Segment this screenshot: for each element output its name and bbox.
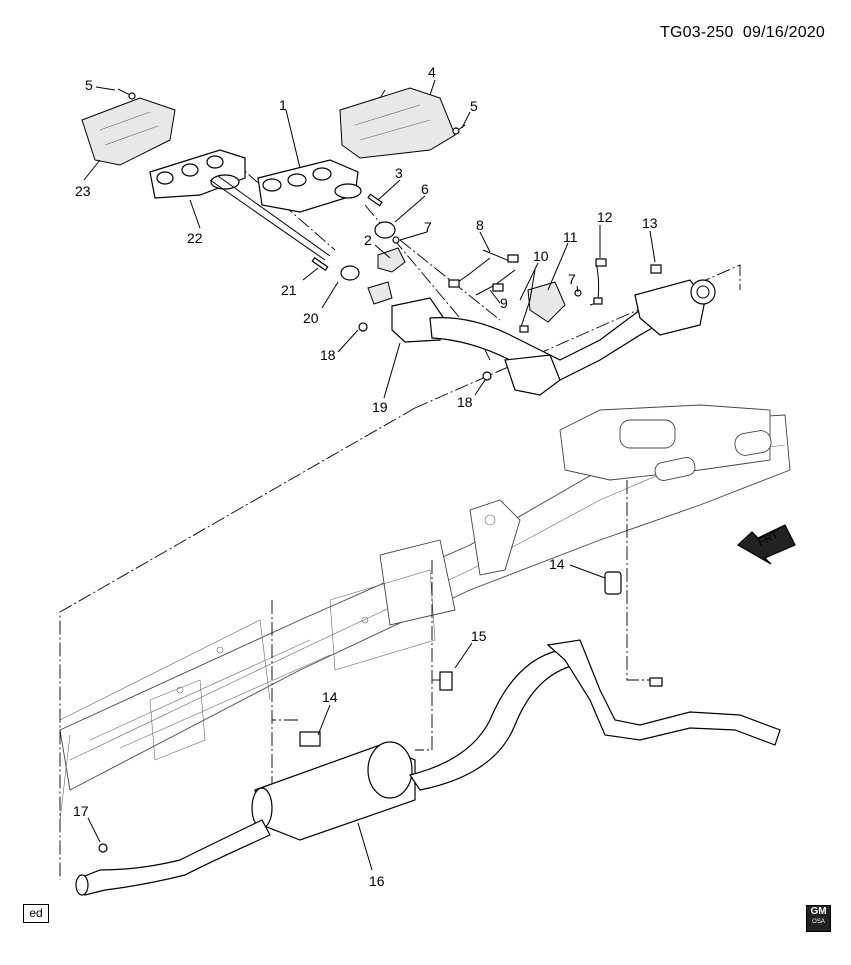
catalytic-converter-assembly: [391, 249, 716, 396]
exhaust-manifold-right: [257, 159, 362, 213]
callout-13: 13: [642, 215, 658, 231]
leader-lines: [83, 79, 656, 871]
diagram-code-date: TG03-250 09/16/2020: [660, 24, 825, 42]
callout-20: 20: [303, 310, 319, 326]
callout-10: 10: [533, 248, 549, 264]
callout-17: 17: [73, 803, 89, 819]
callout-15: 15: [471, 628, 487, 644]
callout-5-right: 5: [470, 98, 478, 114]
gm-logo-text: GM: [810, 906, 827, 917]
callout-18-left: 18: [320, 347, 336, 363]
callout-21: 21: [281, 282, 297, 298]
callout-labels: 1 2 3 4 5 5 6 7 7 8 9 10 11 12 13 14 14 …: [73, 64, 658, 889]
ed-label-box: ed: [23, 904, 49, 923]
callout-4: 4: [428, 64, 436, 80]
exhaust-manifold-left: [149, 149, 246, 199]
callout-14-upper: 14: [549, 556, 565, 572]
callout-1: 1: [279, 97, 287, 113]
callout-12: 12: [597, 209, 613, 225]
vehicle-frame: [59, 404, 791, 821]
diagram-date: 09/16/2020: [742, 24, 825, 41]
callout-14-lower: 14: [322, 689, 338, 705]
callout-7-lower: 7: [568, 271, 576, 287]
callout-19: 19: [372, 399, 388, 415]
callout-7-upper: 7: [424, 219, 432, 235]
heat-shield-left: [81, 97, 176, 166]
gm-logo-subtext: OSA: [812, 919, 825, 925]
front-direction-arrow: FRT: [736, 524, 796, 565]
callout-8: 8: [476, 217, 484, 233]
callout-9: 9: [500, 295, 508, 311]
callout-5-left: 5: [85, 77, 93, 93]
diagram-code: TG03-250: [659, 24, 734, 41]
gm-logo-badge: GM OSA: [806, 905, 831, 932]
heat-shield-right: [339, 87, 456, 159]
callout-3: 3: [395, 165, 403, 181]
callout-16: 16: [369, 873, 385, 889]
callout-11: 11: [563, 229, 578, 245]
callout-6: 6: [421, 181, 429, 197]
callout-18-right: 18: [457, 394, 473, 410]
fasteners-gaskets: [117, 88, 662, 381]
muffler-assembly: [75, 571, 781, 896]
callout-22: 22: [187, 230, 203, 246]
callout-2: 2: [364, 232, 372, 248]
callout-23: 23: [75, 183, 91, 199]
